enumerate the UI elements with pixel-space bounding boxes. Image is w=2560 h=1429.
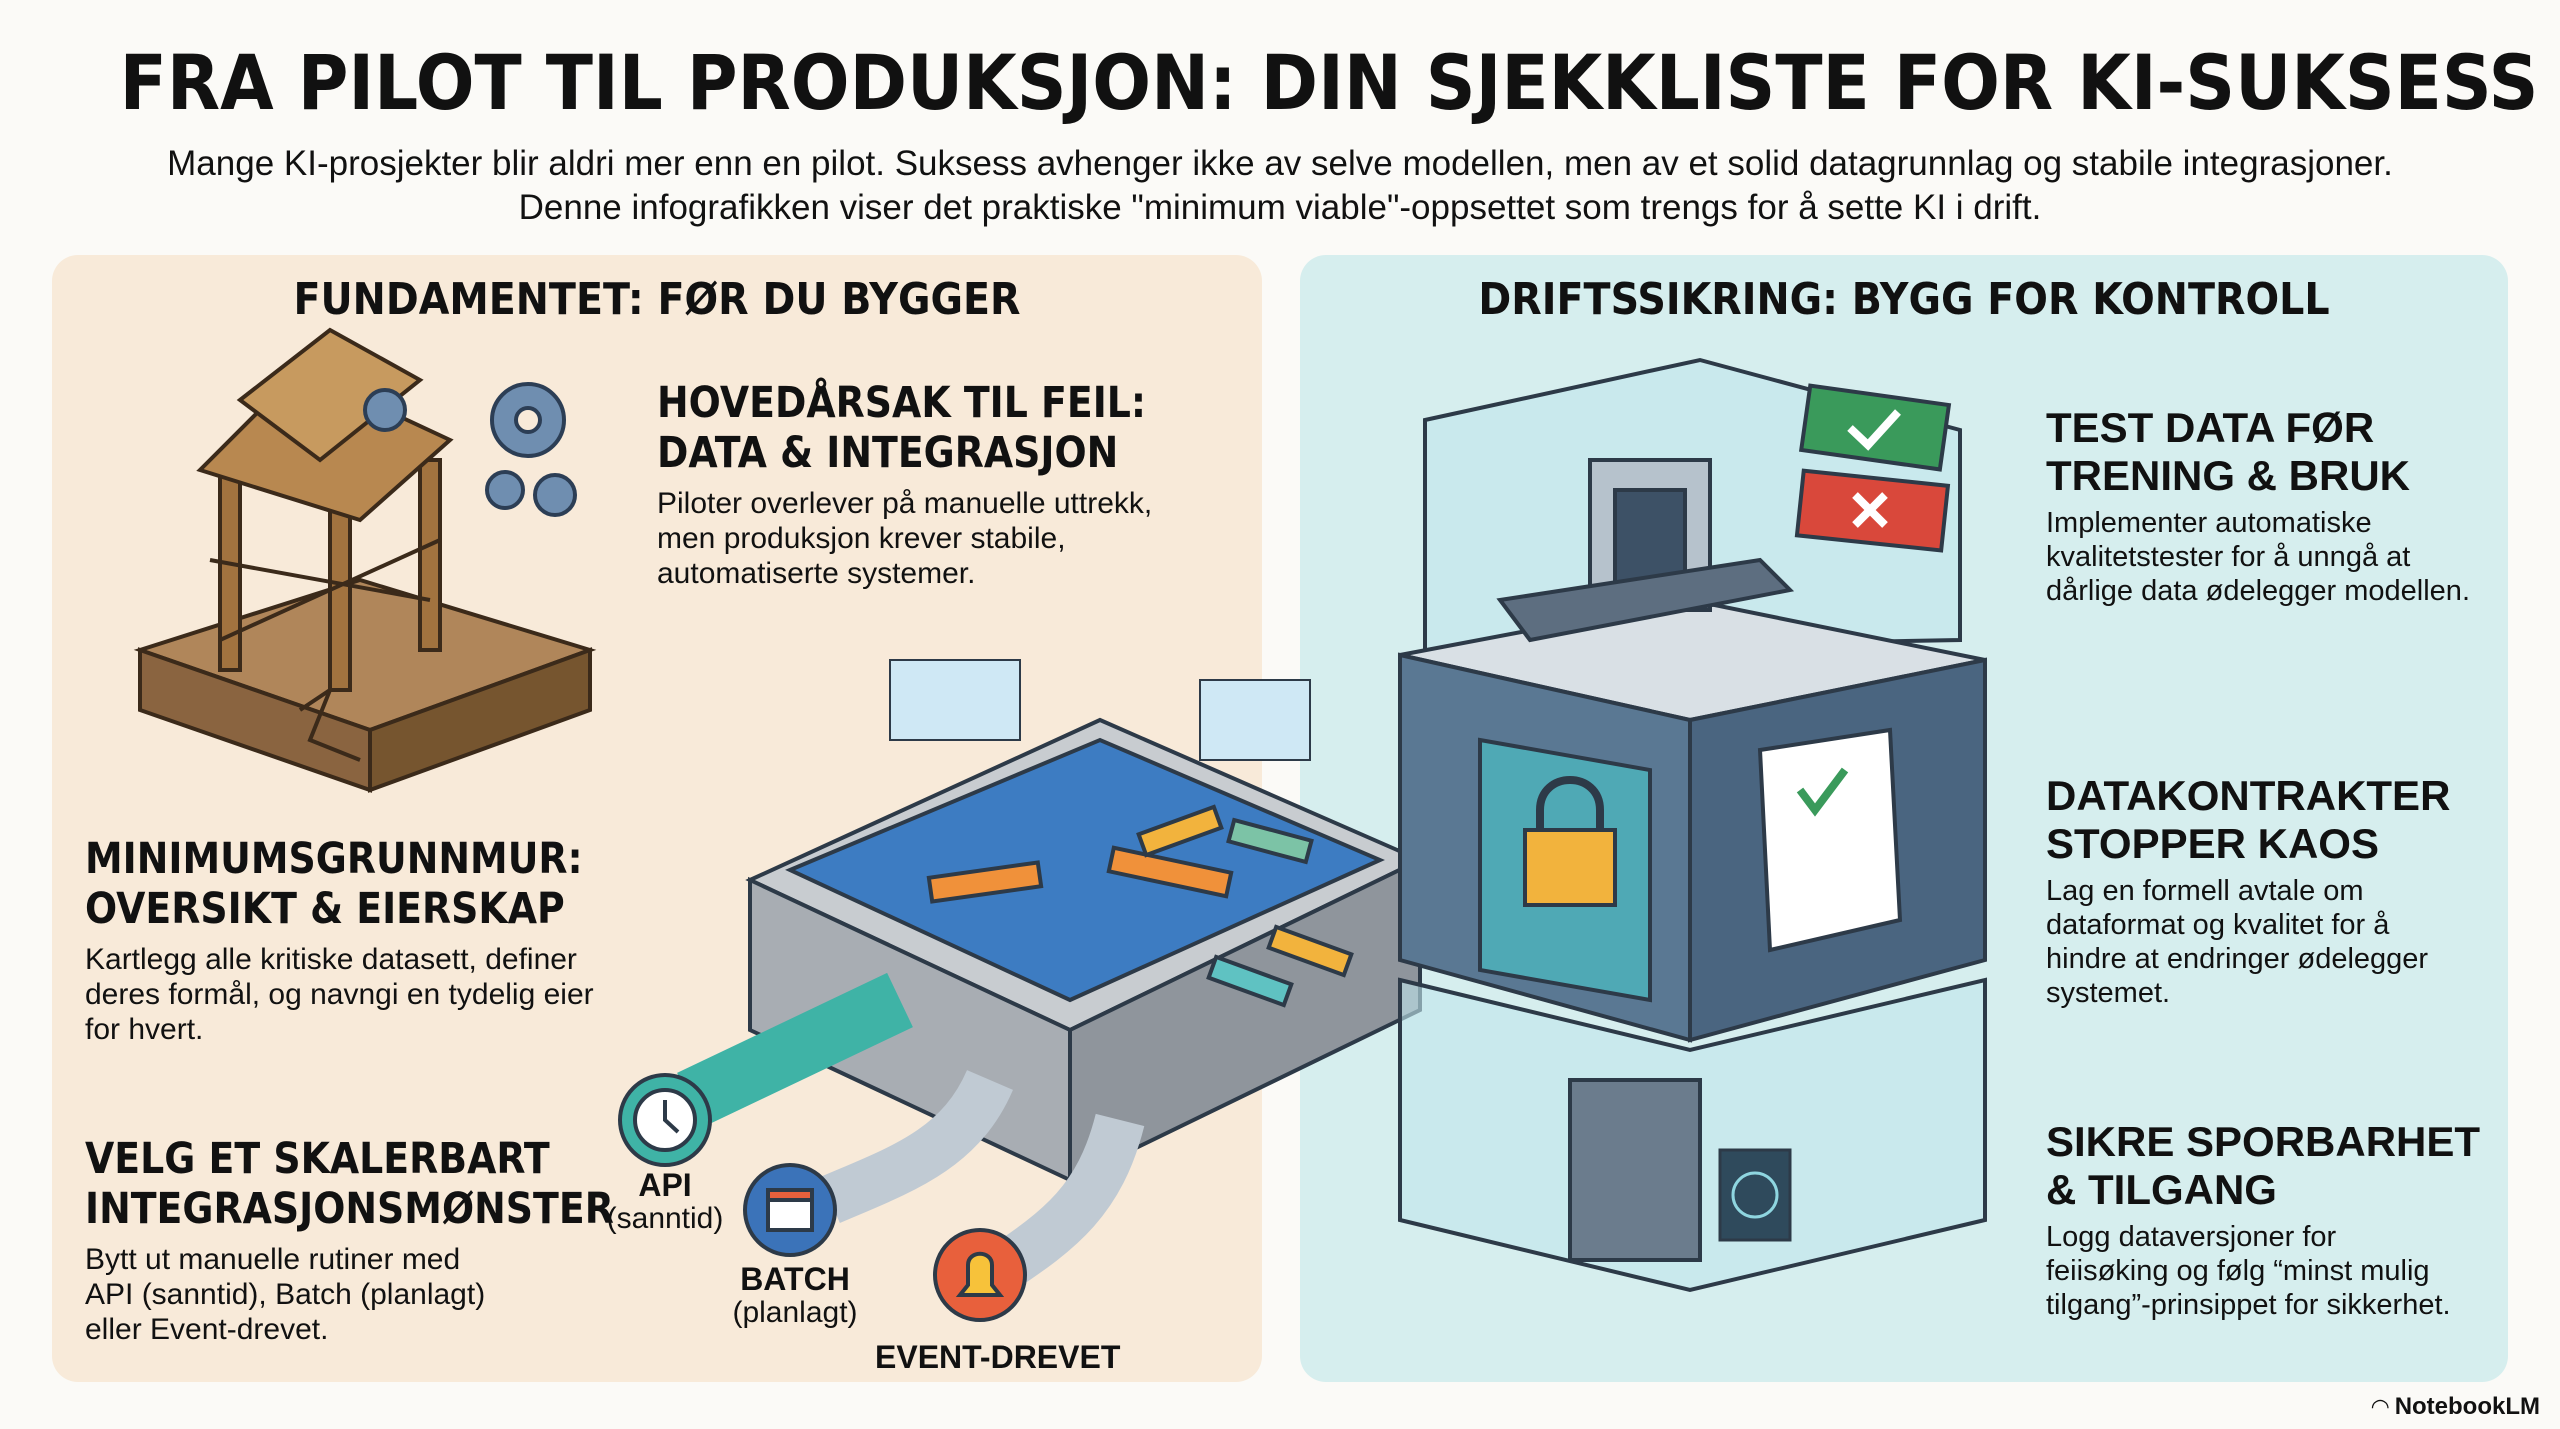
section-text: hindre at endringer ødelegger <box>2046 943 2429 975</box>
padlock-icon <box>1523 776 1617 907</box>
clock-icon <box>618 1073 712 1167</box>
section-title: VELG ET SKALERBART <box>85 1134 550 1184</box>
pipe-label-batch: BATCH (planlagt) <box>730 1262 860 1330</box>
section-text: deres formål, og navngi en tydelig eier <box>85 978 594 1011</box>
section-text: dårlige data ødelegger modellen. <box>2046 575 2470 607</box>
section-title: DATA & INTEGRASJON <box>657 428 1119 478</box>
section-title: INTEGRASJONSMØNSTER <box>85 1184 614 1234</box>
section-data-contracts: DATAKONTRAKTER STOPPER KAOS Lag en forme… <box>2046 772 2450 1010</box>
section-text: Kartlegg alle kritiske datasett, definer <box>85 943 577 976</box>
section-integration-pattern: VELG ET SKALERBART INTEGRASJONSMØNSTER B… <box>85 1134 686 1347</box>
right-panel-heading: DRIFTSSIKRING: BYGG FOR KONTROLL <box>1478 274 2330 325</box>
section-text: automatiserte systemer. <box>657 557 976 590</box>
bell-icon <box>933 1228 1027 1322</box>
broken-shack-icon <box>133 327 597 793</box>
section-text: kvalitetstester for å unngå at <box>2046 541 2411 573</box>
pipe-label-event: EVENT-DREVET <box>875 1339 1121 1375</box>
section-title: HOVEDÅRSAK TIL FEIL: <box>657 378 1147 428</box>
pipe-name: API <box>638 1167 692 1203</box>
fingerprint-icon <box>1718 1148 1792 1242</box>
pipe-label-api: API (sanntid) <box>605 1168 725 1236</box>
page-title-container: FRA PILOT TIL PRODUKSJON: DIN SJEKKLISTE… <box>0 38 2560 128</box>
section-traceability: SIKRE SPORBARHET & TILGANG Logg datavers… <box>2046 1118 2480 1322</box>
notebooklm-watermark: ◠ NotebookLM <box>2372 1393 2540 1421</box>
section-text: Lag en formell avtale om <box>2046 875 2364 907</box>
brand-name: NotebookLM <box>2394 1393 2540 1420</box>
subtitle-line: Denne infografikken viser det praktiske … <box>518 188 2042 227</box>
section-title: TEST DATA FØR <box>2046 404 2375 451</box>
pipe-name: EVENT-DREVET <box>875 1339 1121 1375</box>
gear-icon <box>363 382 577 517</box>
subtitle-line: Mange KI-prosjekter blir aldri mer enn e… <box>167 144 2393 183</box>
section-text: for hvert. <box>85 1013 204 1046</box>
section-title: & TILGANG <box>2046 1166 2277 1213</box>
section-text: dataformat og kvalitet for å <box>2046 909 2390 941</box>
section-test-data: TEST DATA FØR TRENING & BRUK Implementer… <box>2046 404 2470 608</box>
cross-icon <box>1794 468 1951 553</box>
section-main-cause: HOVEDÅRSAK TIL FEIL: DATA & INTEGRASJON … <box>657 378 1213 591</box>
section-text: Implementer automatiske <box>2046 507 2372 539</box>
section-text: men produksjon krever stabile, <box>657 522 1066 555</box>
pipe-subtitle: (sanntid) <box>606 1202 724 1235</box>
section-title: DATAKONTRAKTER <box>2046 772 2451 819</box>
section-text: Logg dataversjoner for <box>2046 1221 2337 1253</box>
section-text: Bytt ut manuelle rutiner med <box>85 1243 461 1276</box>
page-title: FRA PILOT TIL PRODUKSJON: DIN SJEKKLISTE… <box>119 38 2539 127</box>
section-text: eller Event-drevet. <box>85 1313 329 1346</box>
section-minimum-foundation: MINIMUMSGRUNNMUR: OVERSIKT & EIERSKAP Ka… <box>85 834 651 1047</box>
check-icon <box>1798 383 1952 472</box>
left-panel-heading: FUNDAMENTET: FØR DU BYGGER <box>293 274 1021 325</box>
blueprint-foundation-icon <box>745 659 1425 1184</box>
scanner-machine-icon <box>1496 458 1795 643</box>
page-subtitle: Mange KI-prosjekter blir aldri mer enn e… <box>0 142 2560 230</box>
section-title: SIKRE SPORBARHET <box>2046 1118 2481 1165</box>
section-title: TRENING & BRUK <box>2046 452 2410 499</box>
section-text: Piloter overlever på manuelle uttrekk, <box>657 487 1153 520</box>
notebooklm-logo-icon: ◠ <box>2371 1394 2389 1419</box>
section-text: feiisøking og følg “minst mulig <box>2046 1255 2430 1287</box>
section-title: OVERSIKT & EIERSKAP <box>85 884 565 934</box>
pipe-name: BATCH <box>740 1261 850 1297</box>
section-title: STOPPER KAOS <box>2046 820 2379 867</box>
section-text: API (sanntid), Batch (planlagt) <box>85 1278 486 1311</box>
pipe-subtitle: (planlagt) <box>732 1296 858 1329</box>
section-text: systemet. <box>2046 977 2171 1009</box>
section-text: tilgang”-prinsippet for sikkerhet. <box>2046 1289 2451 1321</box>
section-title: MINIMUMSGRUNNMUR: <box>85 834 583 884</box>
calendar-icon <box>743 1163 837 1257</box>
